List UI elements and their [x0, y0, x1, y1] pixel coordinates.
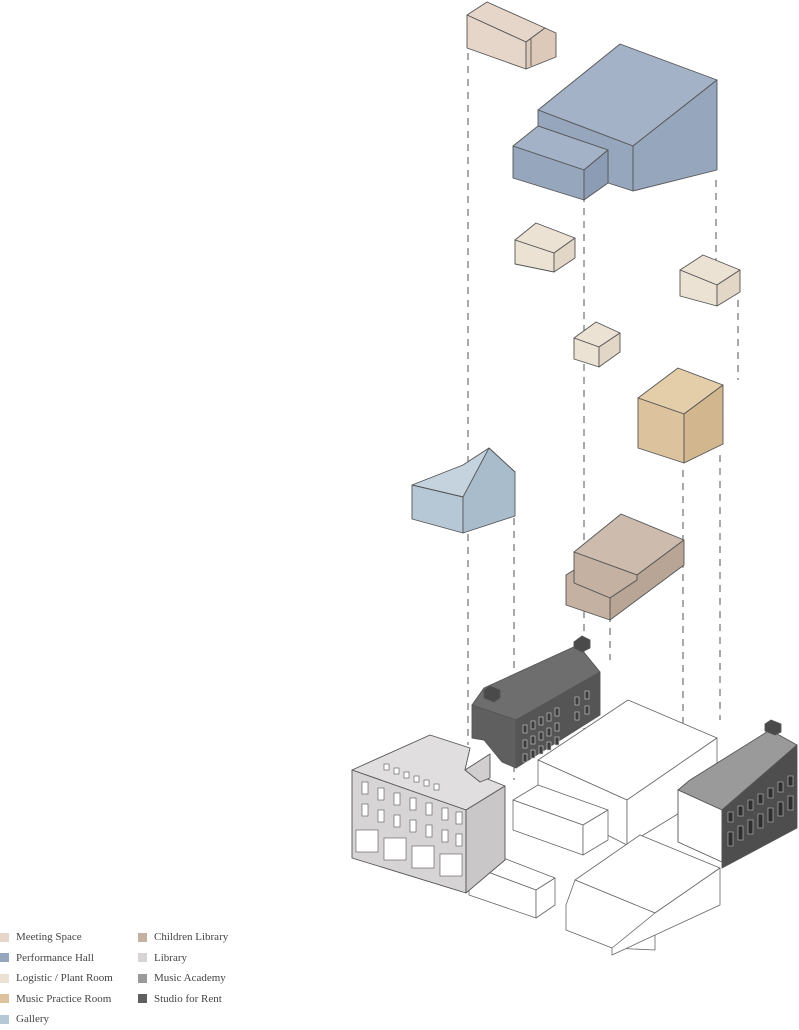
studio-for-rent-building — [471, 635, 601, 769]
legend: Meeting Space Performance Hall Logistic … — [0, 927, 260, 1025]
library-building — [351, 734, 506, 894]
legend-swatch — [0, 973, 9, 983]
studio-windows — [522, 690, 590, 763]
legend-swatch — [138, 953, 147, 963]
legend-swatch — [0, 953, 9, 963]
legend-swatch — [138, 932, 147, 942]
library-windows — [355, 781, 463, 877]
meeting-space-block — [466, 1, 557, 70]
legend-swatch — [0, 994, 9, 1004]
legend-label: Library — [154, 951, 187, 964]
legend-label: Children Library — [154, 931, 229, 944]
legend-swatch — [0, 932, 9, 942]
legend-label: Music Practice Room — [16, 992, 112, 1005]
legend-item-music-practice-room: Music Practice Room — [0, 989, 113, 1010]
library-roof-windows — [383, 763, 440, 791]
legend-column-2: Children Library Library Music Academy S… — [138, 927, 228, 1009]
legend-label: Gallery — [16, 1013, 49, 1026]
legend-item-meeting-space: Meeting Space — [0, 927, 113, 948]
legend-label: Studio for Rent — [154, 992, 222, 1005]
legend-item-performance-hall: Performance Hall — [0, 948, 113, 969]
legend-item-music-academy: Music Academy — [138, 968, 228, 989]
legend-item-children-library: Children Library — [138, 927, 228, 948]
performance-hall-block — [512, 43, 718, 201]
legend-swatch — [0, 1014, 9, 1024]
existing-massing-blocks — [468, 699, 721, 956]
children-library-block — [565, 513, 685, 621]
legend-item-studio-for-rent: Studio for Rent — [138, 989, 228, 1010]
logistic-plant-room-2 — [679, 254, 741, 307]
legend-label: Meeting Space — [16, 931, 82, 944]
legend-column-1: Meeting Space Performance Hall Logistic … — [0, 927, 113, 1030]
legend-item-logistic-plant-room: Logistic / Plant Room — [0, 968, 113, 989]
legend-label: Logistic / Plant Room — [16, 972, 113, 985]
gallery-block — [411, 447, 516, 534]
logistic-plant-room-1 — [514, 222, 576, 273]
legend-swatch — [138, 973, 147, 983]
legend-item-gallery: Gallery — [0, 1009, 113, 1030]
music-academy-building — [677, 719, 798, 869]
legend-label: Music Academy — [154, 972, 226, 985]
logistic-plant-room-3 — [573, 321, 621, 368]
music-academy-windows — [727, 775, 794, 847]
legend-item-library: Library — [138, 948, 228, 969]
legend-swatch — [138, 994, 147, 1004]
legend-label: Performance Hall — [16, 951, 94, 964]
music-practice-room-block — [637, 367, 724, 464]
